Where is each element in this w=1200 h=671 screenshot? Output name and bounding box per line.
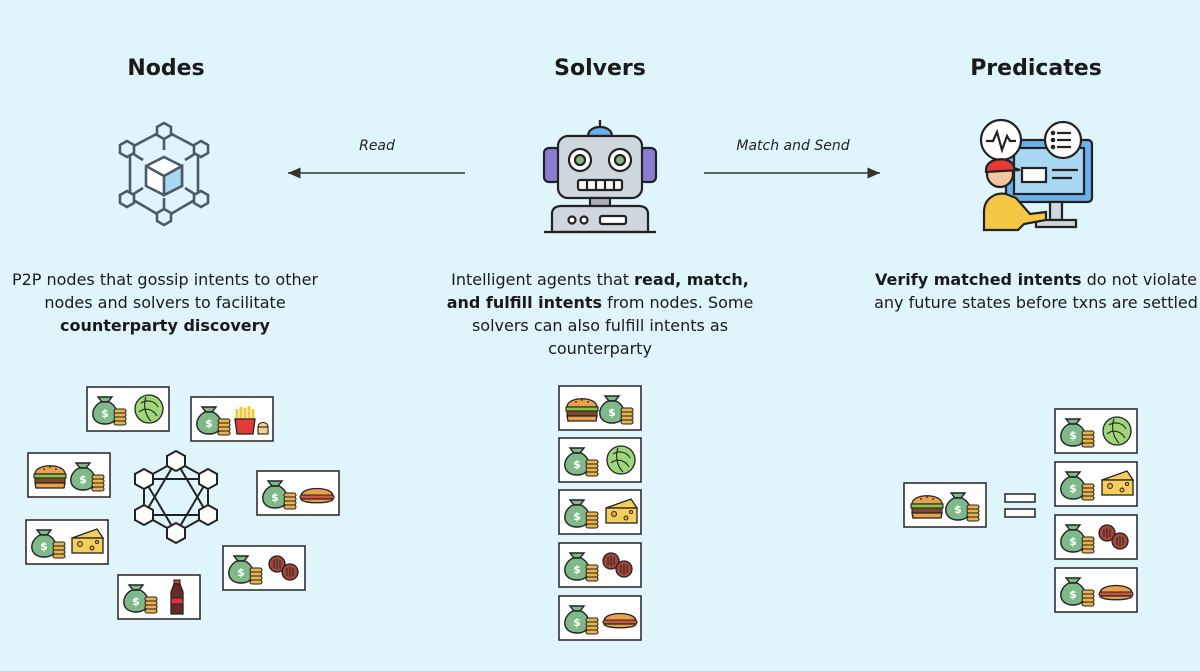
intent-card <box>558 542 642 588</box>
node-network-ring <box>134 449 218 545</box>
intent-card <box>25 519 109 565</box>
solvers-title: Solvers <box>554 56 646 81</box>
person-computer-icon <box>979 118 1094 232</box>
matched-intent-card <box>903 482 987 528</box>
intent-card <box>190 396 274 442</box>
equals-sign <box>1004 493 1036 518</box>
intent-card <box>222 545 306 591</box>
solvers-description: Intelligent agents that read, match, and… <box>446 270 754 358</box>
robot-icon <box>542 120 658 234</box>
predicates-description: Verify matched intents do not violate an… <box>874 270 1198 312</box>
intent-card <box>86 386 170 432</box>
nodes-description: P2P nodes that gossip intents to other n… <box>11 270 319 335</box>
nodes-title: Nodes <box>127 56 205 81</box>
predicates-title: Predicates <box>970 56 1102 81</box>
read-arrow-label: Read <box>359 138 395 154</box>
network-cube-icon <box>118 121 210 227</box>
intent-card <box>117 574 201 620</box>
intent-card <box>1054 461 1138 507</box>
intent-card <box>27 452 111 498</box>
intent-card <box>558 489 642 535</box>
intent-card <box>1054 514 1138 560</box>
intent-card <box>558 595 642 641</box>
intent-card <box>1054 567 1138 613</box>
intent-card <box>1054 408 1138 454</box>
intent-card <box>256 470 340 516</box>
intent-card <box>558 385 642 431</box>
match-send-arrow-label: Match and Send <box>736 138 850 154</box>
intent-card <box>558 437 642 483</box>
